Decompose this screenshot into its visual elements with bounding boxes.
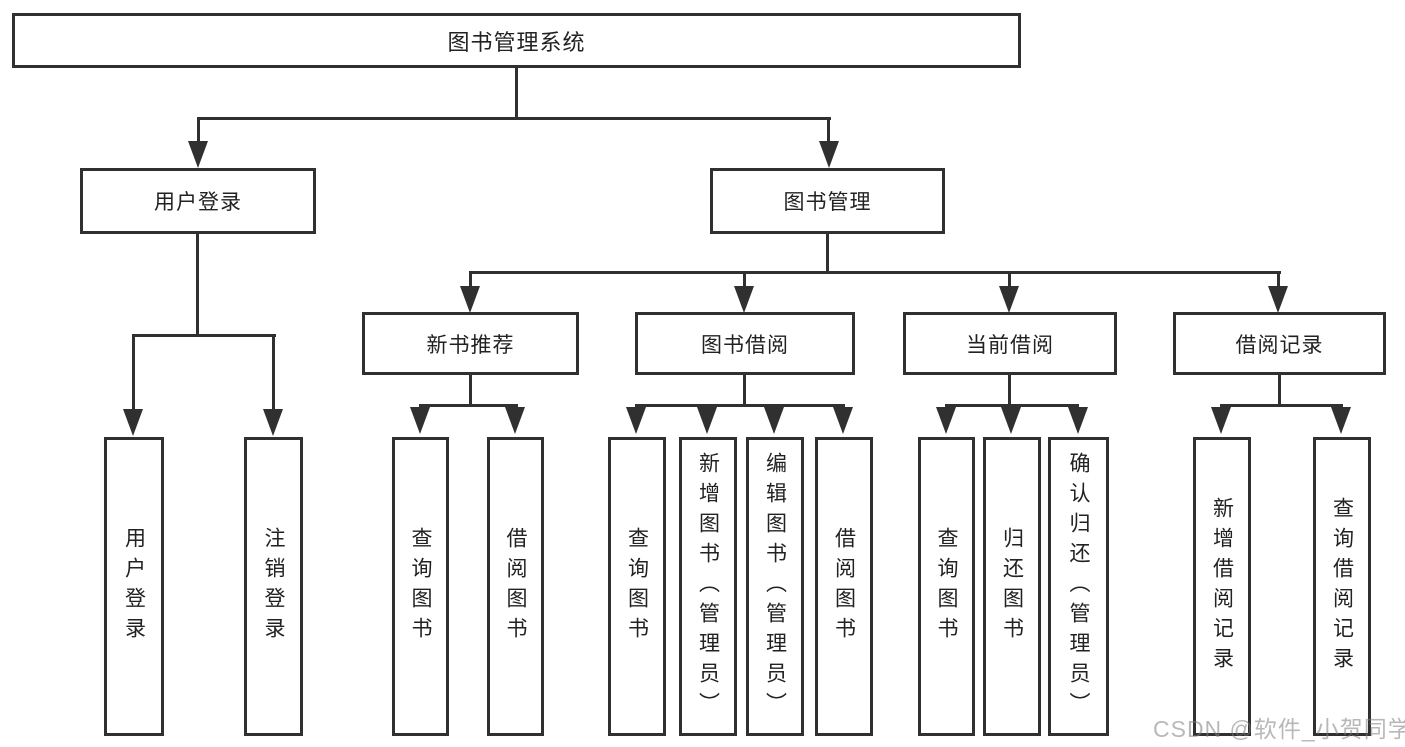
connector-line xyxy=(1220,404,1343,407)
arrow-down-icon xyxy=(1001,407,1021,434)
leaf-user-login: 用户登录 xyxy=(104,437,164,736)
node-label: 注销登录 xyxy=(262,526,285,647)
node-label: 借阅图书 xyxy=(832,526,856,647)
node-label: 当前借阅 xyxy=(966,333,1054,357)
connector-line xyxy=(272,334,275,410)
leaf-return-book: 归还图书 xyxy=(983,437,1041,736)
node-new-book-recommend: 新书推荐 xyxy=(362,312,579,375)
connector-line xyxy=(132,334,276,337)
csdn-watermark: CSDN @软件_小贺同学 xyxy=(1153,716,1405,742)
node-label: 新增借阅记录 xyxy=(1210,496,1234,677)
connector-line xyxy=(469,271,472,287)
connector-line xyxy=(469,271,1281,274)
connector-line xyxy=(743,375,746,407)
node-label: 借阅图书 xyxy=(504,526,527,647)
arrow-down-icon xyxy=(123,409,143,436)
arrow-down-icon xyxy=(1068,407,1088,434)
node-label: 查询图书 xyxy=(625,526,649,647)
arrow-down-icon xyxy=(936,407,956,434)
connector-line xyxy=(1008,271,1011,287)
arrow-down-icon xyxy=(819,141,839,168)
node-label: 图书管理系统 xyxy=(447,29,586,55)
node-label: 借阅记录 xyxy=(1235,333,1324,357)
leaf-edit-book-admin: 编辑图书（管理员） xyxy=(746,437,804,736)
arrow-down-icon xyxy=(1268,286,1288,313)
node-label: 新书推荐 xyxy=(426,333,515,357)
arrow-down-icon xyxy=(410,407,430,434)
leaf-query-borrow-record: 查询借阅记录 xyxy=(1313,437,1371,736)
node-book-borrow: 图书借阅 xyxy=(635,312,855,375)
arrow-down-icon xyxy=(697,407,717,434)
node-current-borrow: 当前借阅 xyxy=(903,312,1117,375)
node-label: 查询借阅记录 xyxy=(1330,496,1354,677)
connector-line xyxy=(419,404,518,407)
node-root-system: 图书管理系统 xyxy=(12,13,1021,68)
arrow-down-icon xyxy=(1331,407,1351,434)
connector-line xyxy=(197,117,831,120)
connector-line xyxy=(1008,375,1011,407)
leaf-query-book-1: 查询图书 xyxy=(392,437,449,736)
leaf-borrow-book-2: 借阅图书 xyxy=(815,437,873,736)
node-label: 确认归还（管理员） xyxy=(1067,451,1090,722)
node-label: 图书借阅 xyxy=(701,333,789,357)
leaf-add-book-admin: 新增图书（管理员） xyxy=(679,437,737,736)
connector-line xyxy=(1278,375,1281,407)
leaf-logout: 注销登录 xyxy=(244,437,303,736)
node-label: 查询图书 xyxy=(935,526,958,647)
leaf-query-book-2: 查询图书 xyxy=(608,437,666,736)
node-label: 新增图书（管理员） xyxy=(696,451,720,722)
connector-line xyxy=(197,117,200,144)
node-book-management-module: 图书管理 xyxy=(710,168,945,234)
arrow-down-icon xyxy=(626,407,646,434)
connector-line xyxy=(743,271,746,287)
node-label: 编辑图书（管理员） xyxy=(763,451,787,722)
connector-line xyxy=(827,117,830,144)
arrow-down-icon xyxy=(734,286,754,313)
arrow-down-icon xyxy=(1211,407,1231,434)
connector-line xyxy=(635,404,845,407)
arrow-down-icon xyxy=(460,286,480,313)
arrow-down-icon xyxy=(999,286,1019,313)
arrow-down-icon xyxy=(505,407,525,434)
connector-line xyxy=(196,233,199,337)
arrow-down-icon xyxy=(263,409,283,436)
connector-line xyxy=(515,67,518,118)
connector-line xyxy=(1277,271,1280,287)
connector-line xyxy=(469,375,472,407)
connector-line xyxy=(826,233,829,274)
node-label: 归还图书 xyxy=(1000,526,1024,647)
arrow-down-icon xyxy=(764,407,784,434)
node-label: 查询图书 xyxy=(409,526,432,647)
node-borrow-record: 借阅记录 xyxy=(1173,312,1386,375)
connector-line xyxy=(132,334,135,410)
arrow-down-icon xyxy=(188,141,208,168)
leaf-add-borrow-record: 新增借阅记录 xyxy=(1193,437,1251,736)
leaf-query-book-3: 查询图书 xyxy=(918,437,975,736)
node-label: 用户登录 xyxy=(122,526,146,647)
arrow-down-icon xyxy=(833,407,853,434)
node-user-login-module: 用户登录 xyxy=(80,168,316,234)
leaf-confirm-return-admin: 确认归还（管理员） xyxy=(1048,437,1109,736)
node-label: 用户登录 xyxy=(154,191,242,214)
leaf-borrow-book-1: 借阅图书 xyxy=(487,437,544,736)
connector-line xyxy=(945,404,1079,407)
node-label: 图书管理 xyxy=(783,191,872,214)
